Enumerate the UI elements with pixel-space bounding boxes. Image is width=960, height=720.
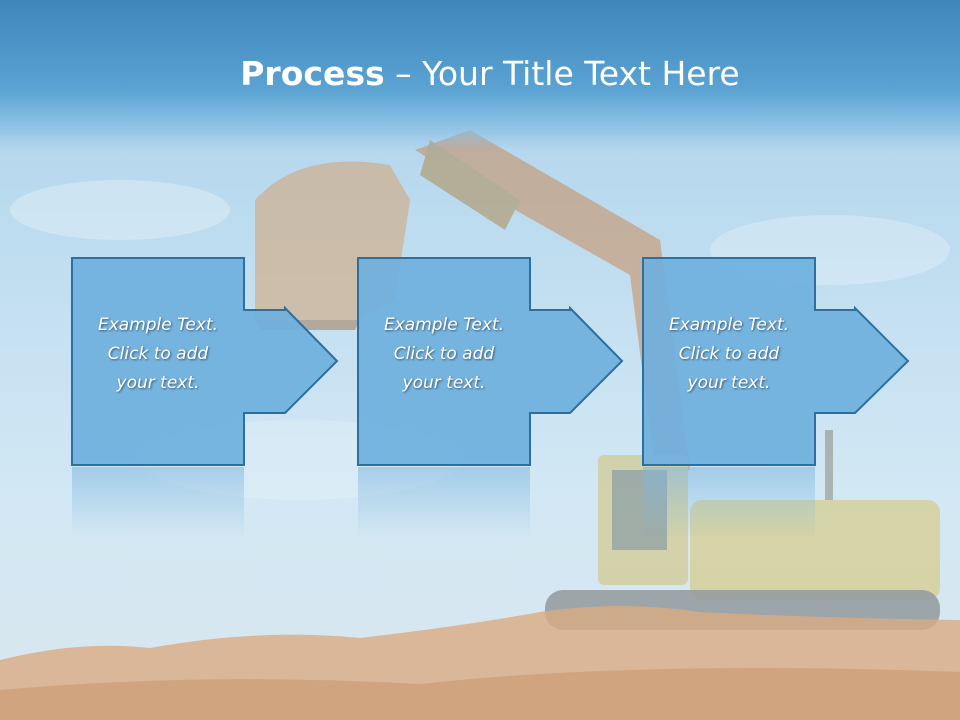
process-step-1[interactable] xyxy=(71,257,339,537)
step-3-reflection xyxy=(643,467,815,537)
step-2-line-1: Example Text. xyxy=(383,315,505,335)
step-3-line-3: your text. xyxy=(687,373,771,393)
title-rest-part: – Your Title Text Here xyxy=(384,54,740,93)
step-1-line-3: your text. xyxy=(116,373,200,393)
step-2-reflection xyxy=(358,467,530,537)
step-1-line-2: Click to add xyxy=(107,344,209,364)
step-1-text[interactable]: Example Text. Click to add your text. xyxy=(72,311,244,398)
step-1-callout-arrow xyxy=(71,257,339,466)
process-step-3[interactable] xyxy=(642,257,910,537)
step-2-text[interactable]: Example Text. Click to add your text. xyxy=(358,311,530,398)
title-band xyxy=(0,0,960,150)
step-2-callout-arrow xyxy=(357,257,624,466)
step-1-line-1: Example Text. xyxy=(97,315,219,335)
process-step-2[interactable] xyxy=(357,257,624,537)
step-1-reflection xyxy=(72,467,244,537)
step-3-text[interactable]: Example Text. Click to add your text. xyxy=(643,311,815,398)
step-2-line-2: Click to add xyxy=(393,344,495,364)
step-2-line-3: your text. xyxy=(402,373,486,393)
step-3-line-2: Click to add xyxy=(678,344,780,364)
slide-title[interactable]: Process – Your Title Text Here xyxy=(0,54,960,93)
step-3-callout-arrow xyxy=(642,257,910,466)
title-bold-part: Process xyxy=(240,54,385,93)
step-3-line-1: Example Text. xyxy=(668,315,790,335)
